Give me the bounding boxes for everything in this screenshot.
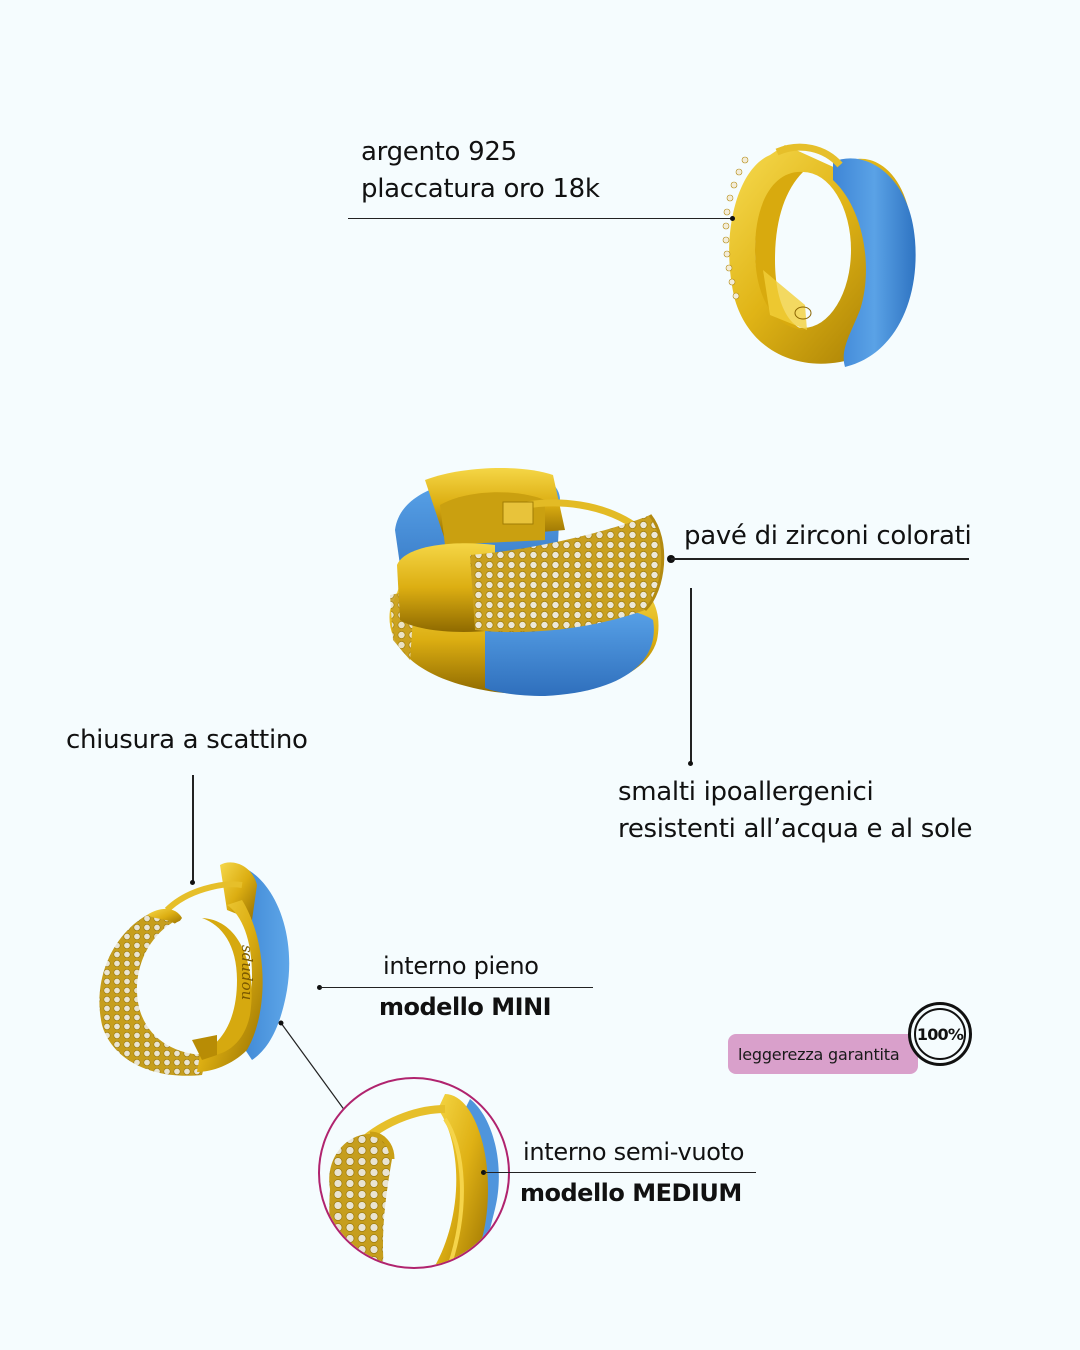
earring-pair-image bbox=[389, 468, 665, 696]
mini-label-line2: modello MINI bbox=[379, 993, 552, 1021]
material-label-line1: argento 925 bbox=[361, 137, 517, 167]
clasp-leader-dot bbox=[190, 880, 195, 885]
enamel-leader-line bbox=[690, 588, 692, 763]
clasp-label: chiusura a scattino bbox=[66, 725, 308, 755]
material-label-line2: placcatura oro 18k bbox=[361, 174, 600, 204]
mini-label-line1: interno pieno bbox=[383, 952, 539, 980]
seal-text: 100% bbox=[916, 1024, 964, 1044]
medium-label-line1: interno semi-vuoto bbox=[523, 1138, 745, 1166]
engraving-text: sdudou bbox=[238, 945, 256, 1000]
clasp-leader-line bbox=[192, 775, 194, 883]
material-leader-line bbox=[348, 218, 733, 219]
medium-label-line2: modello MEDIUM bbox=[520, 1179, 742, 1207]
enamel-label-line1: smalti ipoallergenici bbox=[618, 777, 874, 807]
hundred-percent-seal-icon: 100% bbox=[908, 1002, 972, 1066]
material-leader-dot bbox=[730, 216, 735, 221]
pave-leader-line bbox=[671, 558, 969, 560]
enamel-leader-dot bbox=[688, 761, 693, 766]
mini-leader-dot bbox=[317, 985, 322, 990]
lightness-badge: leggerezza garantita bbox=[728, 1034, 918, 1074]
pave-label: pavé di zirconi colorati bbox=[684, 521, 972, 551]
mini-leader-line bbox=[320, 987, 593, 988]
earring-medium-closeup bbox=[329, 1094, 499, 1267]
earring-top-image bbox=[722, 143, 916, 367]
medium-leader-line bbox=[484, 1172, 756, 1173]
medium-leader-dot bbox=[481, 1170, 486, 1175]
lightness-badge-label: leggerezza garantita bbox=[738, 1044, 900, 1064]
earring-mini-image: sdudou bbox=[99, 862, 290, 1076]
enamel-label-line2: resistenti all’acqua e al sole bbox=[618, 814, 973, 844]
medium-diagonal-leader bbox=[278, 1020, 349, 1116]
medium-detail-circle bbox=[318, 1077, 510, 1269]
